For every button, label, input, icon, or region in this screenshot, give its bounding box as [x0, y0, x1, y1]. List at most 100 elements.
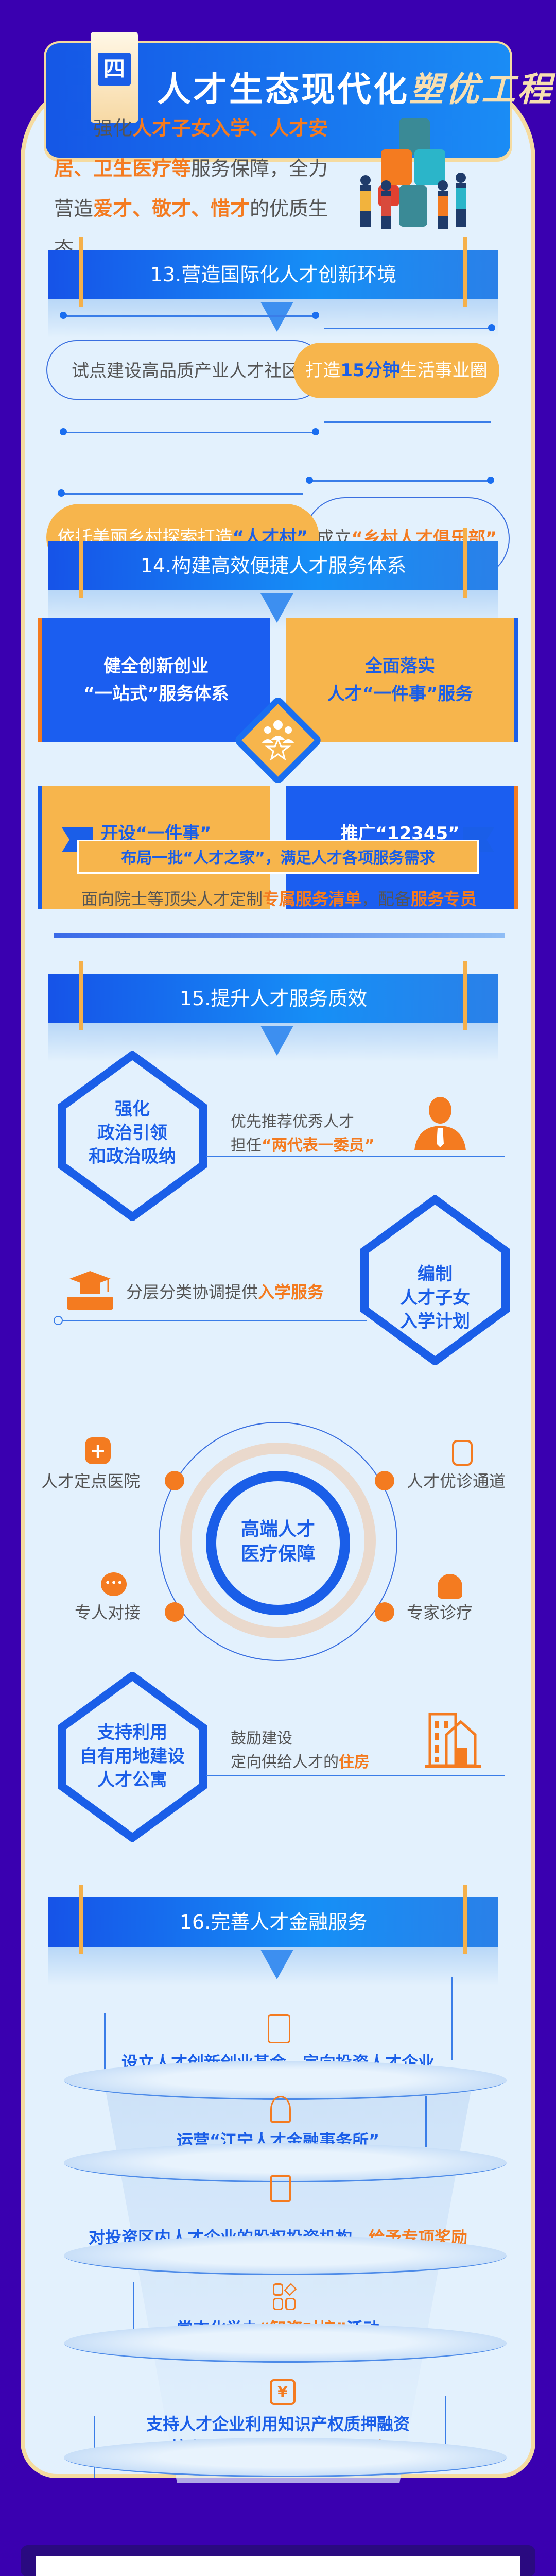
- hex-line: 和政治吸纳: [89, 1146, 176, 1167]
- section-13-banner: 13.营造国际化人才创新环境: [48, 237, 498, 338]
- hex-line: 强化: [115, 1099, 150, 1120]
- pill-text: 打造: [305, 360, 341, 381]
- customer-service-icon: •••: [101, 1572, 127, 1596]
- funnel-disc: [64, 2236, 507, 2275]
- hex-line: 编制: [418, 1264, 453, 1284]
- desc-highlight: 入学服务: [258, 1282, 324, 1302]
- service-highlight: 专属服务清单: [262, 889, 361, 909]
- connector-dot: [306, 477, 313, 484]
- orbit-dot: [165, 1602, 184, 1622]
- connector-dot: [58, 489, 65, 497]
- community-pill: 试点建设高品质产业人才社区: [46, 340, 324, 400]
- down-arrow-icon: [260, 1950, 293, 1979]
- medical-item-dedicated-contact: 专人对接: [75, 1603, 141, 1622]
- fast-channel-icon: [452, 1440, 473, 1466]
- tile-line: “一站式”服务体系: [83, 684, 229, 704]
- section-16-banner: 16.完善人才金融服务: [48, 1885, 498, 1986]
- service-text: ，配备: [361, 889, 411, 909]
- orbit-dot: [375, 1602, 394, 1622]
- pill-highlight: 15分钟: [340, 360, 400, 381]
- intro-text: 强化: [93, 117, 133, 140]
- connector-dot: [60, 428, 67, 435]
- section-16-title: 16.完善人才金融服务: [179, 1911, 368, 1934]
- tile-one-matter-service: 全面落实人才“一件事”服务: [286, 618, 518, 742]
- desc-text: 定向供给人才的: [231, 1753, 339, 1771]
- orbit-dot: [165, 1471, 184, 1490]
- divider-bar: [54, 933, 505, 938]
- doctor-icon: [438, 1574, 462, 1599]
- hexagon-frame: [360, 1195, 510, 1365]
- connector-dot: [312, 312, 319, 319]
- funnel-disc: [64, 2324, 507, 2363]
- hex-line: 支持利用: [97, 1722, 167, 1743]
- tile-line: 健全创新创业: [103, 656, 208, 676]
- hospital-cross-icon: +: [85, 1437, 111, 1464]
- building-house-icon: [425, 1713, 481, 1768]
- hex-line: 政治引领: [97, 1123, 167, 1143]
- team-star-icon: [262, 720, 294, 761]
- desc-highlight: “两代表一委员”: [262, 1137, 375, 1155]
- orbit-dot: [375, 1471, 394, 1490]
- medical-item-fast-channel: 人才优诊通道: [407, 1471, 506, 1491]
- graduation-cap-icon: [67, 1271, 113, 1310]
- hex-line: 人才公寓: [97, 1770, 167, 1790]
- intro-text: 服务保障，全力营造: [54, 157, 328, 220]
- pill-text: 试点建设高品质产业人才社区: [72, 361, 299, 381]
- service-highlight: 服务专员: [411, 889, 477, 909]
- medical-item-hospital: 人才定点医院: [41, 1471, 141, 1491]
- center-line: 高端人才: [240, 1519, 315, 1540]
- desc-line: 优先推荐优秀人才: [231, 1113, 354, 1131]
- idea-bulb-icon: [270, 2096, 291, 2123]
- hexagon-frame: [58, 1051, 207, 1221]
- fund-text: 支持人才企业利用知识产权质押融资: [146, 2414, 410, 2434]
- chapter-badge: 四: [91, 32, 138, 123]
- medical-center-label: 高端人才医疗保障: [216, 1517, 340, 1567]
- service-text: 面向院士等顶尖人才定制: [81, 889, 263, 909]
- connector-dot: [60, 312, 67, 319]
- connector-dot: [488, 324, 495, 331]
- intro-paragraph: 强化人才子女入学、人才安居、卫生医疗等服务保障，全力营造爱才、敬才、惜才的优质生…: [54, 108, 342, 269]
- tile-line: 全面落实: [364, 656, 435, 676]
- intro-highlight: 爱才、敬才、惜才: [93, 197, 250, 220]
- desc-line: 鼓励建设: [231, 1730, 292, 1748]
- person-tie-icon: [414, 1097, 466, 1150]
- down-arrow-icon: [260, 1026, 293, 1056]
- exclusive-service-line: 面向院士等顶尖人才定制专属服务清单，配备服务专员: [58, 886, 500, 910]
- funnel-disc: [64, 2438, 507, 2477]
- connector-ring: [54, 1316, 63, 1325]
- intro-text: 的优质生态。: [54, 197, 328, 260]
- page-title: 人才生态现代化塑优工程: [157, 62, 553, 111]
- enrollment-service-text: 分层分类协调提供入学服务: [126, 1280, 324, 1304]
- section-13-title: 13.营造国际化人才创新环境: [150, 263, 397, 286]
- chapter-number: 四: [98, 53, 131, 86]
- title-plain: 人才生态现代化: [157, 70, 409, 109]
- hex-line: 人才子女: [400, 1287, 470, 1308]
- funnel-disc: [64, 2061, 507, 2100]
- connector-dot: [312, 428, 319, 435]
- center-line: 医疗保障: [240, 1544, 315, 1565]
- hex-children-enrollment: 编制人才子女入学计划: [360, 1262, 510, 1333]
- down-arrow-icon: [260, 302, 293, 332]
- connector-dot: [487, 477, 494, 484]
- intro-highlight: 人才子女入学、人才安居、卫生医疗等: [54, 117, 328, 180]
- talent-home-ribbon: 布局一批“人才之家”，满足人才各项服务需求: [77, 840, 479, 874]
- pill-text: 生活事业圈: [399, 360, 488, 381]
- section-14-title: 14.构建高效便捷人才服务体系: [140, 554, 407, 577]
- hex-talent-apartment: 支持利用自有用地建设人才公寓: [58, 1721, 207, 1792]
- hex-line: 入学计划: [400, 1311, 470, 1332]
- desc-text: 担任: [231, 1137, 262, 1155]
- section-15-title: 15.提升人才服务质效: [179, 987, 368, 1010]
- section-15-banner: 15.提升人才服务质效: [48, 961, 498, 1062]
- hexagon-frame: [58, 1672, 207, 1842]
- footnote-card: [36, 2556, 520, 2576]
- encourage-housing-text: 鼓励建设定向供给人才的住房: [231, 1727, 370, 1774]
- hex-political-guidance: 强化政治引领和政治吸纳: [58, 1097, 207, 1168]
- 15-min-circle-pill: 打造15分钟生活事业圈: [293, 343, 499, 398]
- yuan-coupon-icon: ¥: [270, 2379, 296, 2405]
- tile-one-stop-service: 健全创新创业 “一站式”服务体系: [38, 618, 270, 742]
- medical-item-expert-care: 专家诊疗: [407, 1603, 473, 1622]
- desc-highlight: 住房: [339, 1753, 370, 1771]
- tile-line: 人才“一件事”服务: [327, 684, 473, 704]
- recommend-talent-text: 优先推荐优秀人才担任“两代表一委员”: [231, 1110, 374, 1158]
- section-14-banner: 14.构建高效便捷人才服务体系: [48, 528, 498, 629]
